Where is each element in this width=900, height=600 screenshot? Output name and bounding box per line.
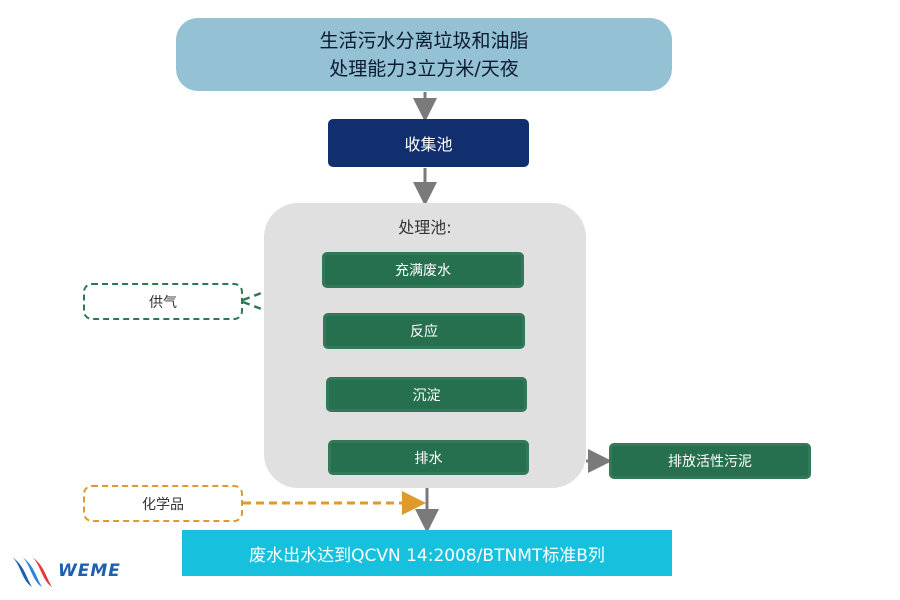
- process-header: 生活污水分离垃圾和油脂 处理能力3立方米/天夜: [176, 18, 672, 91]
- collection-tank-box: 收集池: [328, 119, 529, 167]
- effluent-standard-box: 废水出水达到QCVN 14:2008/BTNMT标准B列: [182, 530, 672, 576]
- header-line-2: 处理能力3立方米/天夜: [329, 57, 519, 80]
- chemicals-label: 化学品: [142, 496, 184, 513]
- step-settling: 沉淀: [326, 377, 527, 412]
- weme-logo-text: WEME: [58, 561, 121, 581]
- step-label: 反应: [410, 324, 438, 340]
- effluent-standard-label: 废水出水达到QCVN 14:2008/BTNMT标准B列: [249, 545, 605, 566]
- step-label: 充满废水: [395, 263, 451, 279]
- step-reaction: 反应: [323, 313, 525, 349]
- chemicals-box: 化学品: [83, 485, 243, 522]
- treatment-tank-title: 处理池:: [398, 218, 452, 237]
- air-supply-box: 供气: [83, 283, 243, 320]
- step-label: 排水: [414, 450, 443, 467]
- collection-tank-label: 收集池: [404, 135, 453, 154]
- weme-logo-icon: [12, 557, 52, 587]
- step-label: 沉淀: [412, 387, 441, 404]
- air-supply-label: 供气: [149, 294, 177, 311]
- header-line-1: 生活污水分离垃圾和油脂: [319, 29, 529, 52]
- step-fill-wastewater: 充满废水: [322, 252, 524, 288]
- sludge-discharge-box: 排放活性污泥: [609, 443, 811, 479]
- step-drain: 排水: [328, 440, 529, 475]
- sludge-discharge-label: 排放活性污泥: [668, 454, 752, 470]
